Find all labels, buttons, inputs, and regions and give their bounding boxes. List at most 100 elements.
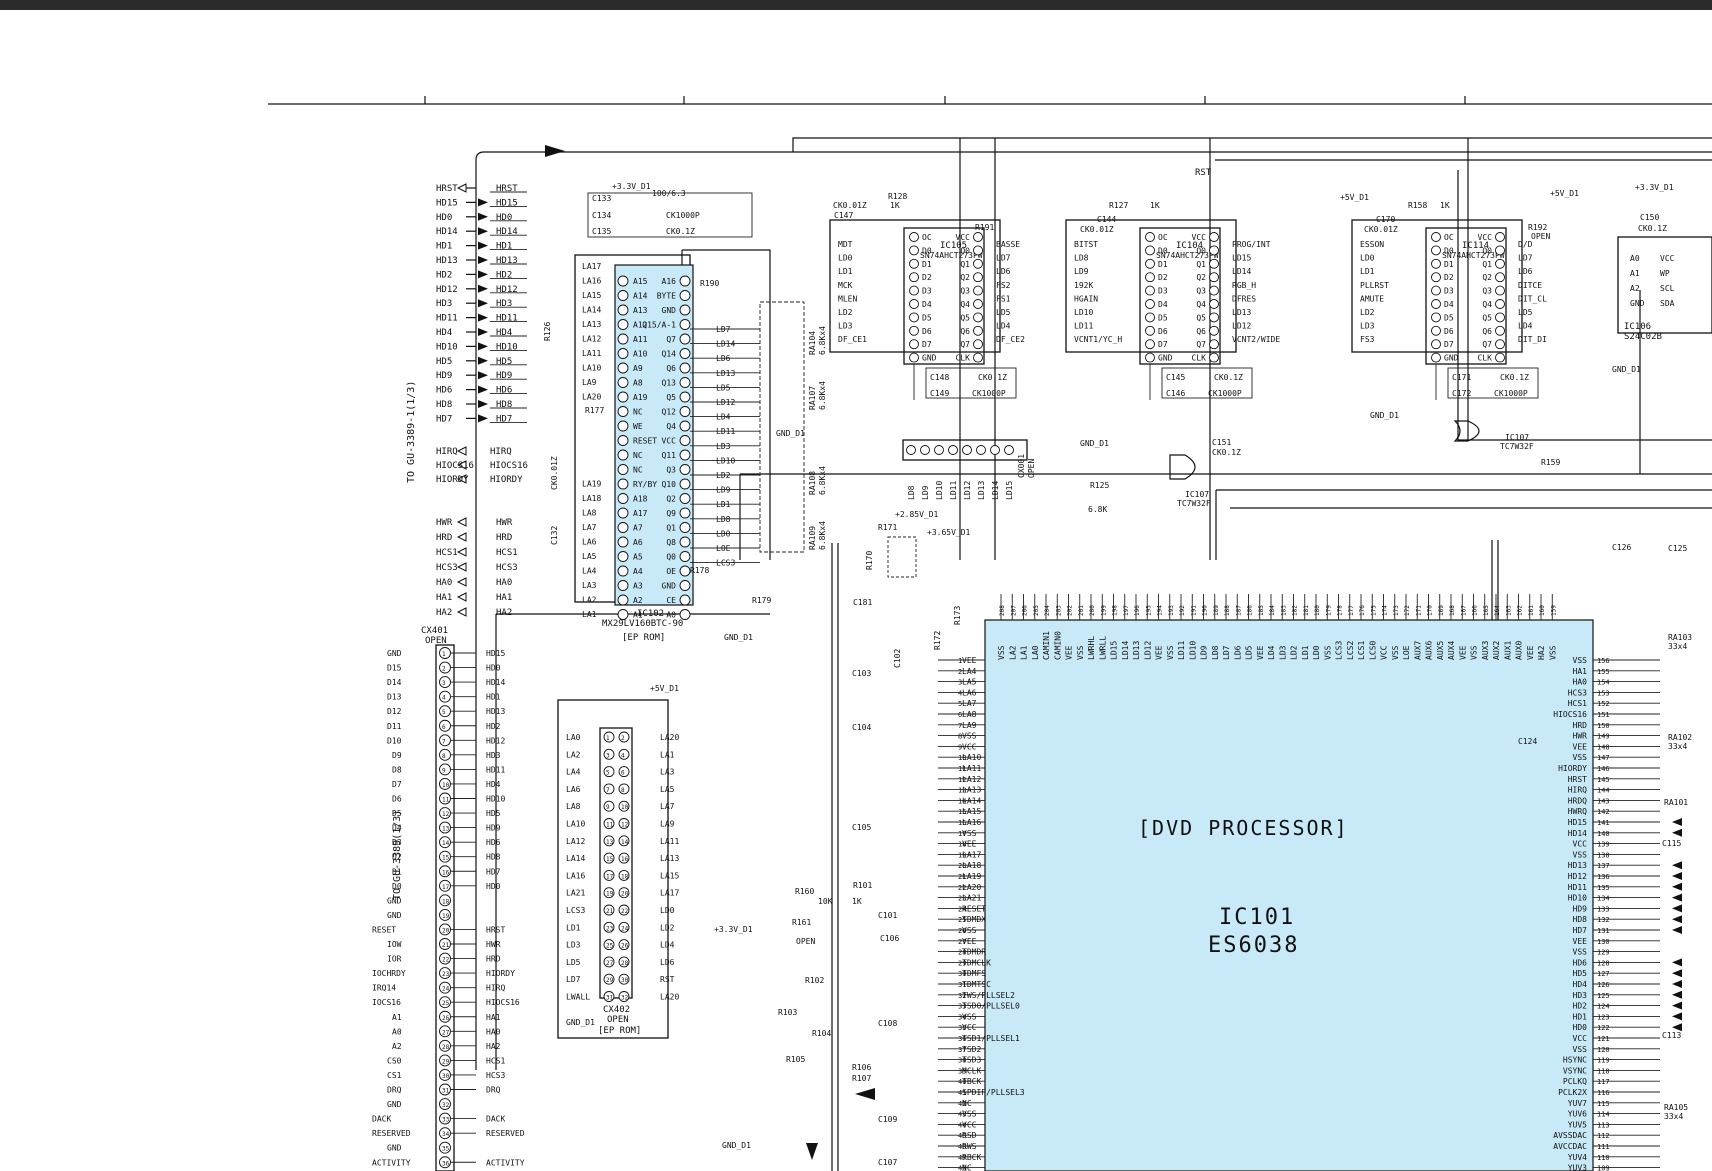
dvd-right-pin-number: 116 [1597,1089,1610,1097]
dvd-left-pin-number: 42 [958,1100,966,1108]
ic107-name: IC107 [1185,490,1209,499]
dvd-top-pin-number: 202 [1067,605,1074,616]
cx401-net-label: HCS1 [486,1056,505,1065]
cx402-left-net: LA16 [566,871,585,880]
host-net-label: HD8 [496,400,512,410]
host-signal-label: HD10 [436,342,458,352]
cx401-pin-label: D9 [392,751,402,760]
latch-pin-in: D7 [1158,340,1168,349]
latch-pin-out: Q7 [960,340,970,349]
cx401-pin-label: D1 [392,867,402,876]
dvd-top-pin-number: 176 [1359,605,1366,616]
cx402-pin-number: 21 [606,908,614,915]
dvd-right-pin-name: HWRQ [1568,807,1587,816]
ic102-left-net: LA17 [582,262,601,271]
host-addr-net: HA0 [496,578,512,588]
latch-right-net: BASSE [996,240,1020,249]
dvd-right-pin-number: 150 [1597,722,1610,730]
dvd-top-pin-number: 181 [1303,605,1310,616]
bidir-arrow-icon [478,328,488,336]
cx401-net-label: HD1 [486,693,501,702]
dvd-right-pin-name: HD6 [1573,958,1588,967]
latch-part-number: SN74AHCT273PW [1442,251,1505,260]
cx001-label: CX001 [1017,454,1026,478]
dvd-top-pin-number: 165 [1483,605,1490,616]
latch-pin-in: D5 [1444,313,1454,322]
dvd-left-pin-number: 15 [958,808,966,816]
cx402-right-net: LA11 [660,837,679,846]
cx001-net: LD11 [949,481,958,500]
ic102-left-pin: A5 [633,553,643,562]
dvd-top-pin-name: LD6 [1233,645,1242,660]
dvd-left-pin-name: MCLK [962,1066,981,1075]
host-signal-label: HD14 [436,227,458,237]
cx401-note: OPEN [425,636,447,646]
host-signal-label: HD4 [436,328,452,338]
ic107-part: TC7W32F [1177,499,1211,508]
ic102-right-pin: Q10 [662,480,677,489]
dvd-top-pin-number: 169 [1438,605,1445,616]
bidir-arrow-icon [1672,969,1682,978]
cx401-pin-number: 27 [442,1029,450,1036]
ic107-gate-a [1169,454,1196,480]
cx402-pin-number: 26 [621,943,629,950]
dvd-right-pin-number: 114 [1597,1111,1610,1119]
cx402-left-net: LA8 [566,802,581,811]
c107-label: C107 [878,1158,897,1167]
dvd-right-pin-name: HD11 [1568,883,1587,892]
host-addr-label: HCS1 [436,548,458,558]
latch-pin-in: D5 [922,313,932,322]
c147-val: CK0.01Z [833,201,867,210]
latch-pin-out: Q4 [1482,300,1492,309]
latch-pin-out: Q0 [960,246,970,255]
v365-label: +3.65V_D1 [927,528,971,537]
dvd-top-pin-number: 205 [1033,605,1040,616]
dvd-right-pin-number: 119 [1597,1057,1610,1065]
dvd-right-pin-number: 127 [1597,970,1610,978]
dvd-right-pin-number: 140 [1597,830,1610,838]
dvd-right-pin-name: HD15 [1568,818,1587,827]
latch-left-net: 192K [1074,281,1093,290]
vcc5-label-3: +5V_D1 [650,684,679,693]
dvd-left-pin-name: LA7 [962,699,977,708]
cx401-pin-number: 20 [442,927,450,934]
gnd-label-5: GND_D1 [724,633,753,642]
dvd-right-pin-name: YUV3 [1568,1164,1587,1171]
dvd-right-pin-name: AVCCDAC [1553,1142,1587,1151]
latch-pin-out: Q1 [1482,260,1492,269]
cx401-pin-number: 34 [442,1131,450,1138]
dvd-top-pin-name: CAMIN1 [1042,631,1051,660]
cx401-pin-label: GND [387,1144,402,1153]
dvd-top-pin-number: 159 [1550,605,1557,616]
c115-label: C115 [1662,839,1681,848]
dvd-right-pin-number: 146 [1597,765,1610,773]
dvd-top-pin-name: LCS0 [1368,641,1377,660]
input-arrow-icon [456,592,467,602]
latch-pin-out: VCC [956,233,971,242]
svg-text:A0: A0 [1630,254,1640,263]
dvd-right-pin-name: HD12 [1568,872,1587,881]
dvd-top-pin-number: 197 [1123,605,1130,616]
latch-right-net: LD6 [996,267,1011,276]
dvd-right-pin-number: 109 [1597,1165,1610,1171]
cx401-net-label: HIORDY [486,969,515,978]
latch-right-net: FS2 [996,281,1011,290]
cx401-pin-label: IOCHRDY [372,969,406,978]
dvd-left-pin-name: LA8 [962,710,977,719]
latch-cap-label: C148 [930,373,949,382]
dvd-right-pin-name: VEE [1573,742,1588,751]
dvd-left-pin-name: VEE [962,840,977,849]
dvd-left-pin-number: 21 [958,873,966,881]
cx001-net: LD13 [977,481,986,500]
latch-ic-name: IC104 [1176,241,1203,251]
cx401-net-label: HD10 [486,795,505,804]
dvd-top-pin-name: LWRHL [1087,636,1096,660]
dvd-left-pin-name: LA4 [962,667,977,676]
dvd-right-pin-number: 132 [1597,916,1610,924]
cx401-net-label: HA1 [486,1013,501,1022]
cx401-net-label: HD3 [486,751,501,760]
ic102-right-net: LD1 [716,500,731,509]
latch-pin-out: CLK [956,354,971,363]
host-addr-net: HCS1 [496,548,518,558]
cx401-net-label: HD5 [486,809,501,818]
